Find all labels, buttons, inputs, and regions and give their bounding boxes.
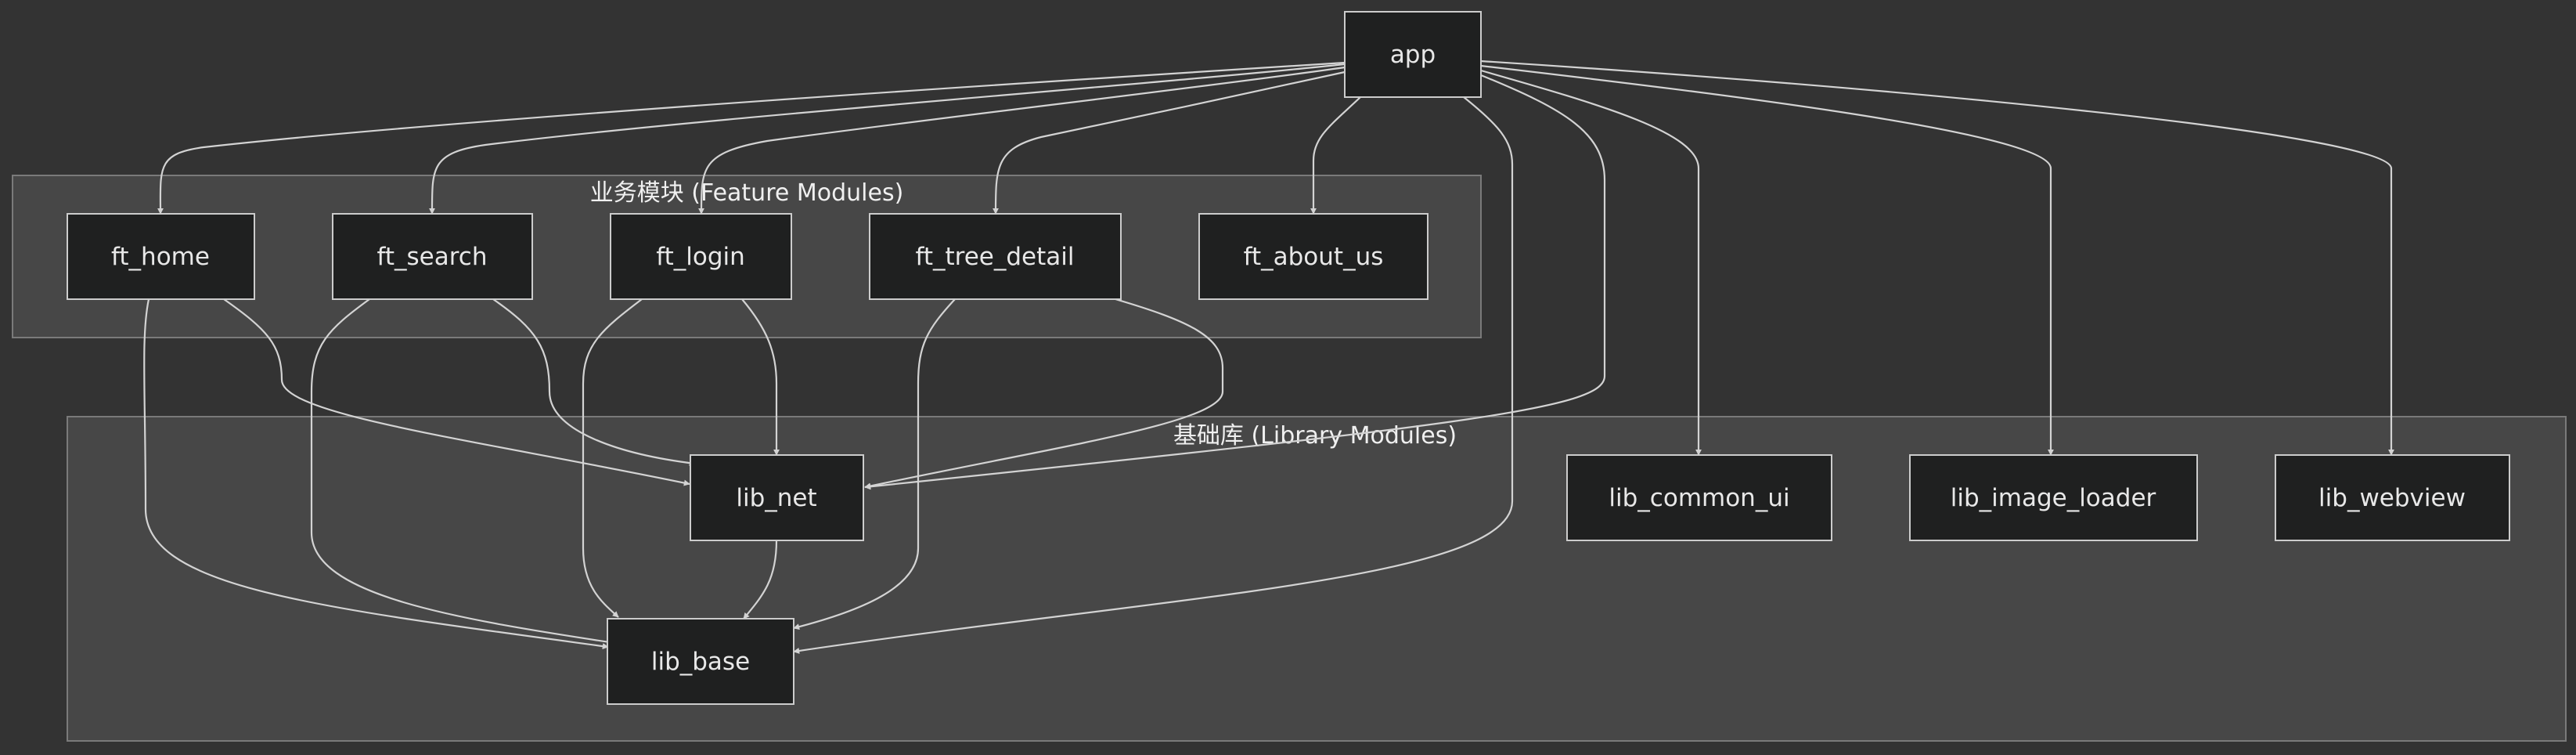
node-lib-webview: lib_webview xyxy=(2275,454,2510,541)
node-lib-common-ui: lib_common_ui xyxy=(1566,454,1832,541)
node-ft-home-box xyxy=(67,213,255,300)
node-lib-base-label: lib_base xyxy=(651,648,750,676)
edge-app-to-lib-image-loader xyxy=(1480,64,2054,456)
node-lib-image-loader-box xyxy=(1909,454,2198,541)
edge-ft-login-to-lib-base xyxy=(582,298,643,618)
node-lib-webview-label: lib_webview xyxy=(2318,484,2466,512)
node-lib-common-ui-box xyxy=(1566,454,1832,541)
node-lib-base-box xyxy=(607,618,794,705)
edge-app-to-ft-login xyxy=(697,66,1346,215)
node-lib-image-loader: lib_image_loader xyxy=(1909,454,2198,541)
edge-app-to-ft-search xyxy=(428,63,1346,215)
node-ft-login-label: ft_login xyxy=(656,243,745,271)
node-lib-image-loader-label: lib_image_loader xyxy=(1951,484,2156,512)
edge-app-to-lib-base xyxy=(793,96,1514,654)
node-lib-base: lib_base xyxy=(607,618,794,705)
cluster-feature-label: 业务模块 (Feature Modules) xyxy=(590,179,904,207)
edge-app-to-lib-net xyxy=(864,74,1606,490)
edge-ft-search-to-lib-base xyxy=(310,298,621,646)
node-ft-home: ft_home xyxy=(67,213,255,300)
edge-app-to-ft-about-us xyxy=(1310,96,1361,215)
node-ft-login: ft_login xyxy=(610,213,792,300)
node-ft-about-us-box xyxy=(1198,213,1429,300)
edge-app-to-lib-webview xyxy=(1480,60,2394,456)
edge-ft-home-to-lib-base xyxy=(143,298,609,649)
edge-ft-search-to-lib-net xyxy=(492,298,696,467)
node-lib-net-label: lib_net xyxy=(736,484,816,512)
edge-lib-net-to-lib-base xyxy=(743,540,778,620)
node-app-label: app xyxy=(1390,41,1436,69)
node-ft-tree-detail-box xyxy=(869,213,1122,300)
node-ft-about-us-label: ft_about_us xyxy=(1244,243,1384,271)
edge-app-to-ft-tree-detail xyxy=(993,70,1346,215)
node-ft-home-label: ft_home xyxy=(111,243,210,271)
node-lib-webview-box xyxy=(2275,454,2510,541)
node-ft-search: ft_search xyxy=(332,213,533,300)
edges-layer xyxy=(143,60,2394,654)
edge-ft-home-to-lib-net xyxy=(223,298,690,486)
node-ft-tree-detail: ft_tree_detail xyxy=(869,213,1122,300)
node-ft-about-us: ft_about_us xyxy=(1198,213,1429,300)
node-ft-tree-detail-label: ft_tree_detail xyxy=(915,243,1074,271)
node-app: app xyxy=(1344,11,1482,98)
node-ft-search-box xyxy=(332,213,533,300)
node-lib-net: lib_net xyxy=(690,454,864,541)
node-ft-search-label: ft_search xyxy=(377,243,488,271)
edge-ft-tree-detail-to-lib-net xyxy=(864,298,1224,489)
node-app-box xyxy=(1344,11,1482,98)
node-lib-common-ui-label: lib_common_ui xyxy=(1609,484,1789,512)
edge-ft-tree-detail-to-lib-base xyxy=(793,298,956,630)
node-lib-net-box xyxy=(690,454,864,541)
edge-app-to-ft-home xyxy=(157,61,1346,215)
edge-ft-login-to-lib-net xyxy=(741,298,780,456)
edge-app-to-lib-common-ui xyxy=(1480,69,1702,456)
node-ft-login-box xyxy=(610,213,792,300)
